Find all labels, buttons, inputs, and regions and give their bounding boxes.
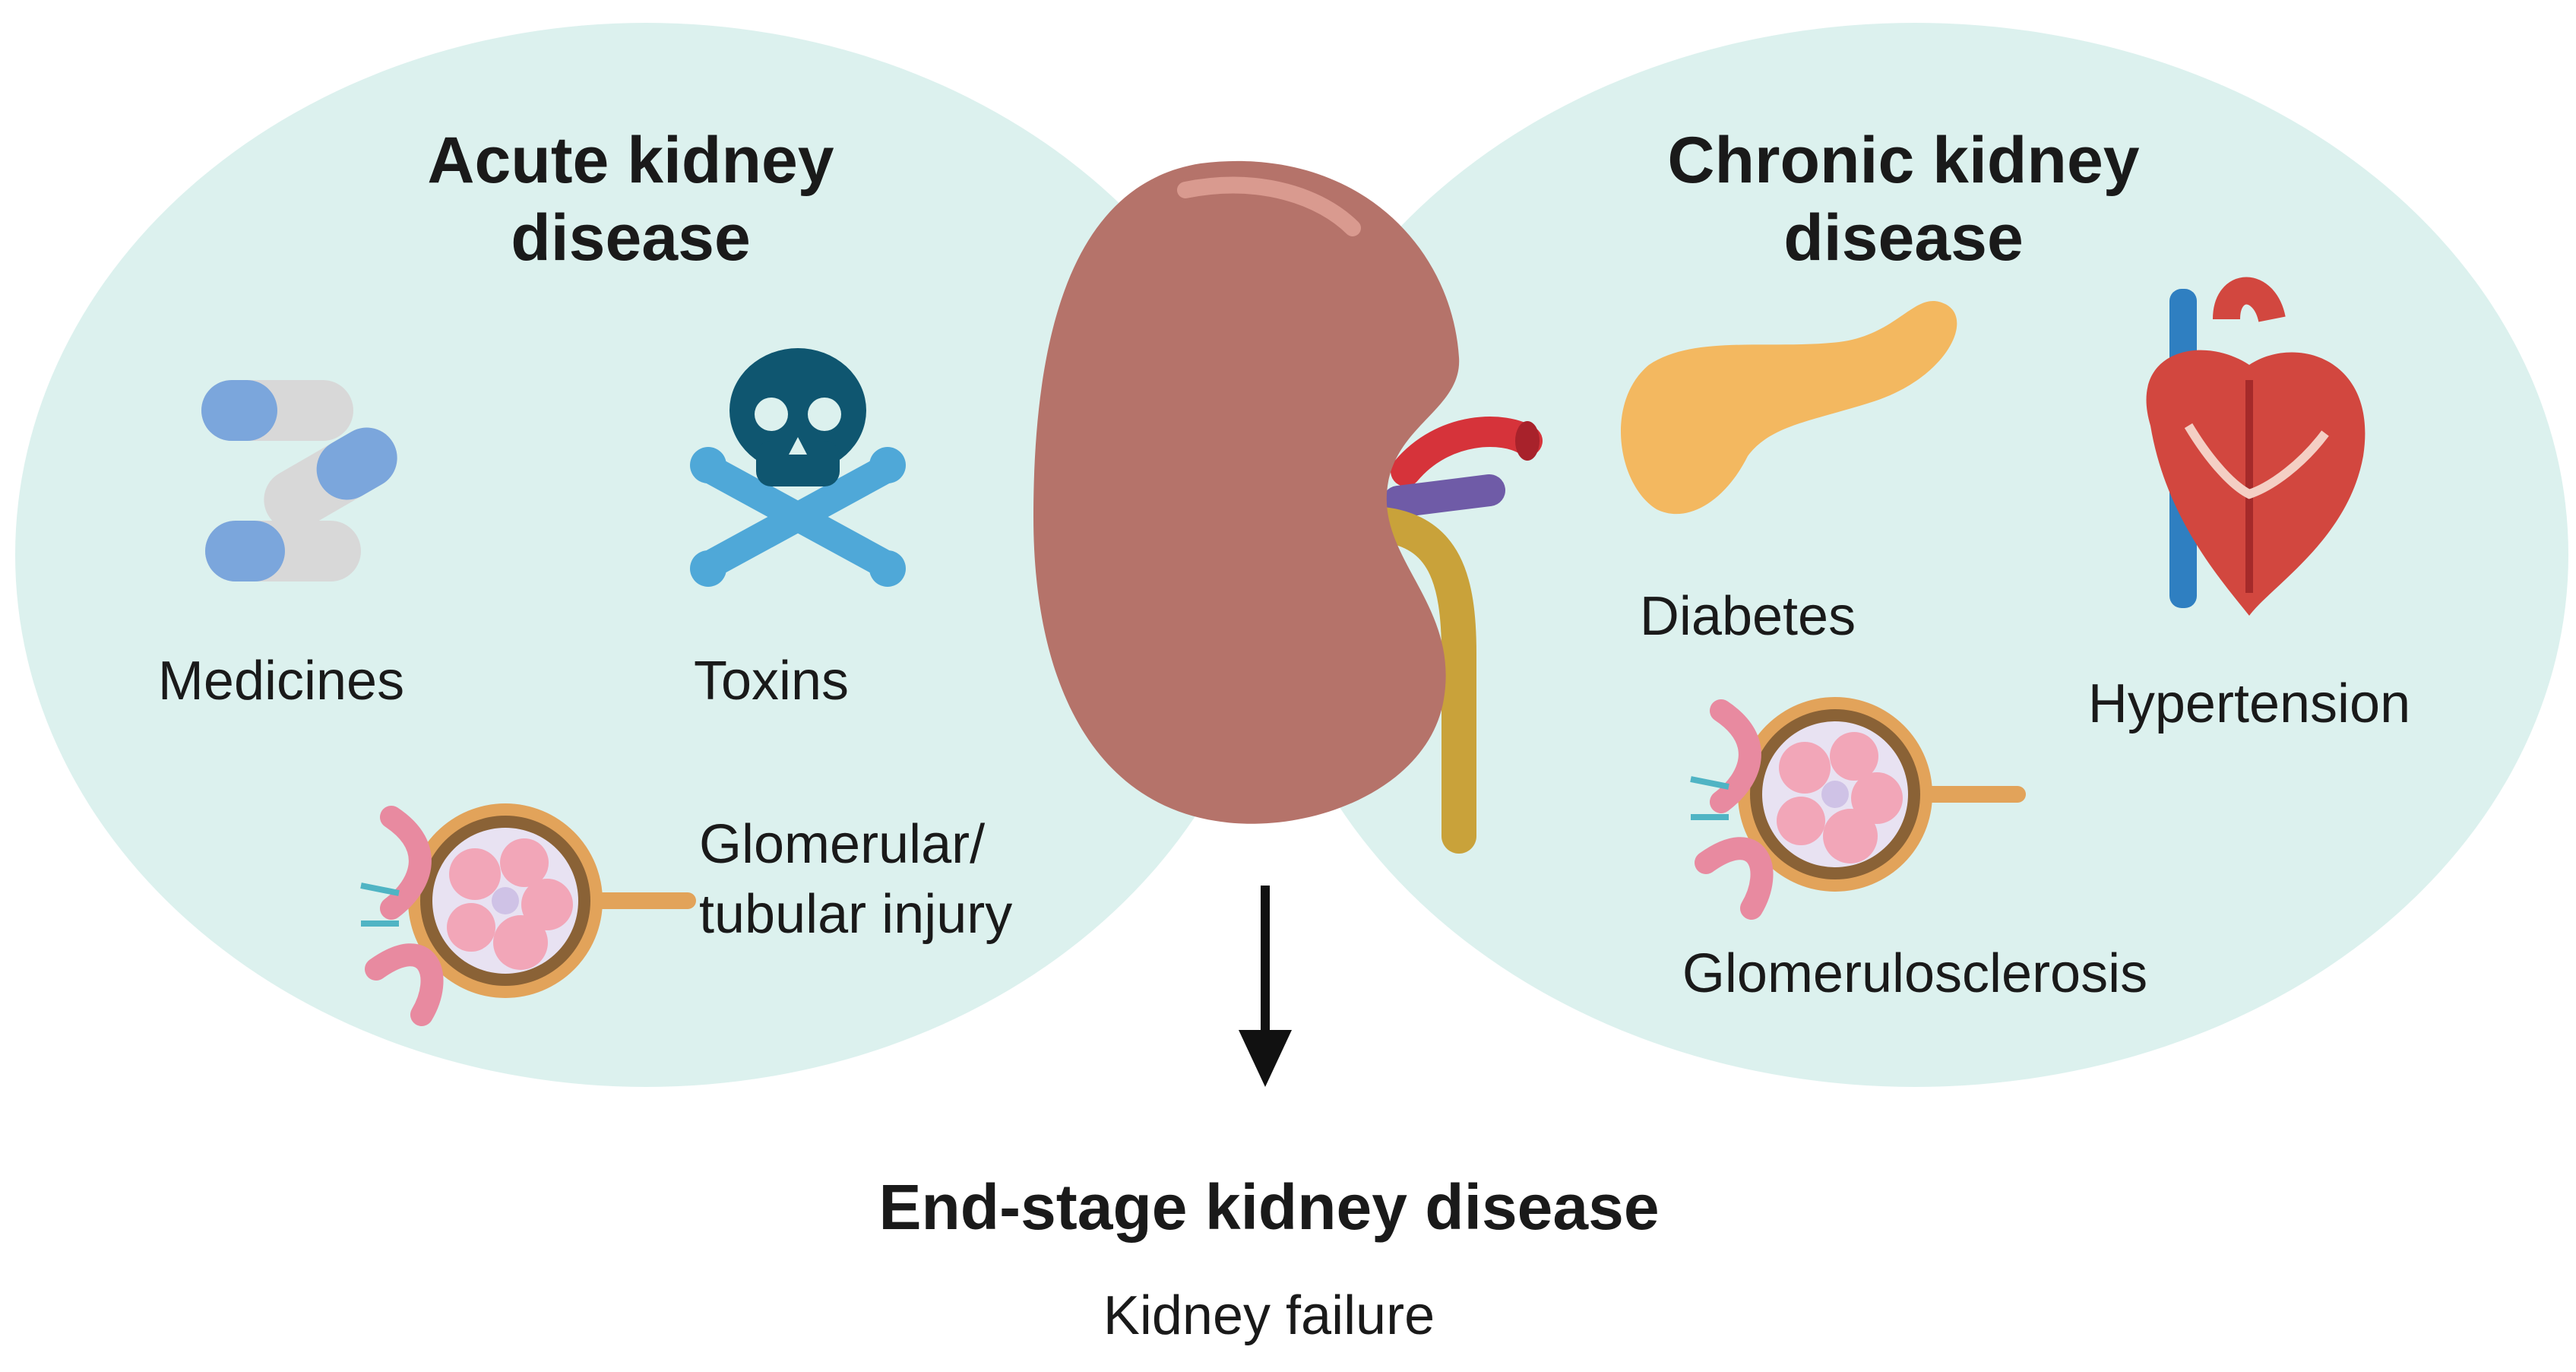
chronic-heading: Chronic kidney disease [1667, 124, 2140, 274]
pancreas-icon [1620, 300, 1957, 515]
kidney-icon [1033, 160, 1543, 854]
acute-region [15, 23, 1277, 1087]
skull-crossbones-icon [690, 348, 906, 587]
outcome-subtitle: Kidney failure [1103, 1285, 1435, 1346]
progression-arrow [1239, 886, 1292, 1087]
glomerulosclerosis-label: Glomerulosclerosis [1682, 943, 2148, 1004]
acute-heading: Acute kidney disease [427, 124, 834, 274]
pill-capsules-icon [201, 380, 397, 581]
toxins-label: Toxins [693, 651, 850, 711]
outcome-title: End-stage kidney disease [878, 1171, 1660, 1243]
diabetes-label: Diabetes [1639, 586, 1856, 647]
glomerular-injury-label: Glomerular/ tubular injury [699, 814, 1013, 945]
medicines-label: Medicines [157, 651, 405, 711]
heart-icon [2146, 277, 2366, 616]
hypertension-label: Hypertension [2087, 673, 2411, 734]
